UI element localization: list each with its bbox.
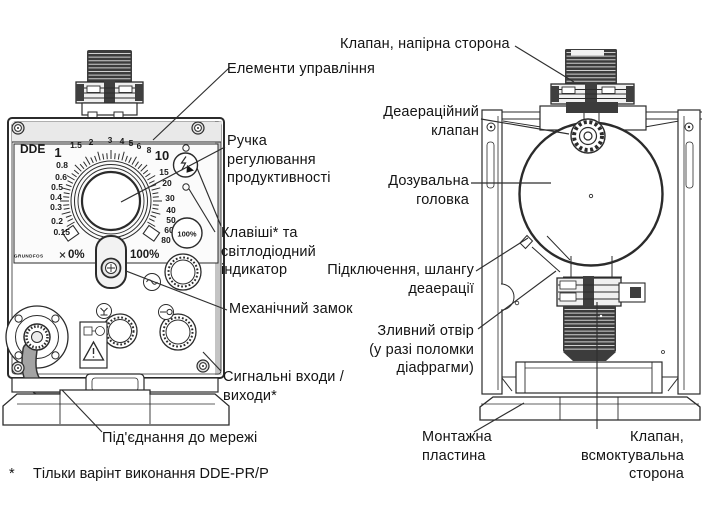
mounting-plate-front xyxy=(2,373,230,426)
dial-scale-number: 2 xyxy=(89,137,94,147)
deaeration-hose-connection xyxy=(519,234,534,250)
leader-lines xyxy=(61,45,598,433)
dial-scale-number: 20 xyxy=(162,178,172,188)
label-drain-hole: Зливний отвір (у разі поломки діафрагми) xyxy=(369,323,474,376)
dial-scale-number: 0.6 xyxy=(55,172,67,182)
leader-mounting-plate xyxy=(473,402,525,433)
dial-scale-number: 8 xyxy=(147,145,152,155)
label-deaeration-valve: Деаераційний клапан xyxy=(383,104,479,139)
dial-knob xyxy=(80,170,142,232)
screw-icon xyxy=(11,121,205,135)
leader-capacity-knob xyxy=(120,146,226,203)
svg-text:100%: 100% xyxy=(177,230,197,239)
leader-led xyxy=(188,188,216,233)
dial-max-label: 100% xyxy=(130,249,159,261)
dial-scale-number: 0.8 xyxy=(56,160,68,170)
deaeration-valve-knob xyxy=(570,118,606,154)
warning-triangle-icon xyxy=(82,340,105,361)
leader-power-connection xyxy=(61,389,103,433)
label-mounting-plate: Монтажна пластина xyxy=(422,429,492,464)
label-keys-led: Клавіші* та світлодіодний індикатор xyxy=(221,225,316,278)
dial-scale-number: 0.3 xyxy=(50,202,62,212)
dial-scale-number: 50 xyxy=(166,215,176,225)
label-dosing-head: Дозувальна головка xyxy=(388,173,469,208)
frame-rails xyxy=(481,109,701,395)
dial-scale-number: 30 xyxy=(165,193,175,203)
dial-scale-number: 0.2 xyxy=(51,216,63,226)
footnote: * Тільки варінт виконання DDE-PR/P xyxy=(9,466,269,482)
dial-scale-number: 5 xyxy=(129,138,134,148)
dial-scale-number: 1 xyxy=(54,145,61,160)
label-control-elements: Елементи управління xyxy=(227,61,376,77)
signal-connectors xyxy=(96,253,202,351)
mounting-plate-side xyxy=(479,361,701,421)
model-text: DDE xyxy=(20,142,45,156)
dial-scale-number: 1.5 xyxy=(70,140,82,150)
brand-logo-mark xyxy=(59,252,66,258)
label-signal-io: Сигнальні входи / виходи* xyxy=(223,369,344,404)
warning-label xyxy=(79,321,108,369)
dial-scale-number: 60 xyxy=(164,225,174,235)
dial-scale-number: 3 xyxy=(108,135,113,145)
dial-scale-number: 80 xyxy=(161,235,171,245)
plug-signal-icon xyxy=(158,304,174,320)
footnote-text: Тільки варінт виконання DDE-PR/P xyxy=(33,466,269,482)
level-signal-icon xyxy=(96,303,112,319)
label-hose-connection: Підключення, шлангу деаерації xyxy=(327,262,474,297)
analog-signal-icon xyxy=(143,273,161,291)
dial-scale-number: 10 xyxy=(155,148,169,163)
label-capacity-knob: Ручка регулювання продуктивності xyxy=(227,133,331,186)
label-valve-discharge: Клапан, напірна сторона xyxy=(340,36,510,52)
lightning-icon xyxy=(180,156,187,171)
status-leds xyxy=(182,144,190,191)
label-mechanical-lock: Механічний замок xyxy=(229,301,353,317)
brand-logo: GRUNDFOS xyxy=(14,254,44,259)
suction-valve xyxy=(556,256,646,361)
dial-scale-number: 15 xyxy=(159,167,169,177)
dial-scale-number: 0.4 xyxy=(50,192,62,202)
leader-control-elements xyxy=(152,67,230,141)
label-power-connection: Під'єднання до мережі xyxy=(102,430,258,446)
dial-scale-number: 0.15 xyxy=(53,227,70,237)
label-valve-suction: Клапан, всмоктувальна сторона xyxy=(580,429,684,482)
mechanical-lock-tab xyxy=(95,235,127,289)
discharge-valve-top-side xyxy=(550,49,635,113)
dial-scale-number: 4 xyxy=(120,136,125,146)
leader-signal-io xyxy=(202,351,222,372)
leader-keys xyxy=(196,167,222,227)
leader-mechanical-lock xyxy=(125,270,228,311)
discharge-valve-top-front xyxy=(75,50,144,121)
side-view-pump xyxy=(479,49,702,421)
leader-hose-connection xyxy=(475,237,529,272)
dial-scale-number: 40 xyxy=(166,205,176,215)
footnote-marker: * xyxy=(9,466,15,482)
dial-min-label: 0% xyxy=(68,249,85,261)
leader-valve-discharge xyxy=(514,45,575,83)
dial-scale-number: 6 xyxy=(137,141,142,151)
leader-drain-hole xyxy=(477,270,557,330)
leader-deaeration-valve xyxy=(480,118,570,135)
rail-notch xyxy=(500,283,515,311)
dial-scale-number: 0.5 xyxy=(51,182,63,192)
screw-icon xyxy=(11,359,210,375)
touch-button xyxy=(172,152,199,178)
drain-opening xyxy=(531,235,571,273)
button-100-percent: 100% xyxy=(171,217,203,249)
